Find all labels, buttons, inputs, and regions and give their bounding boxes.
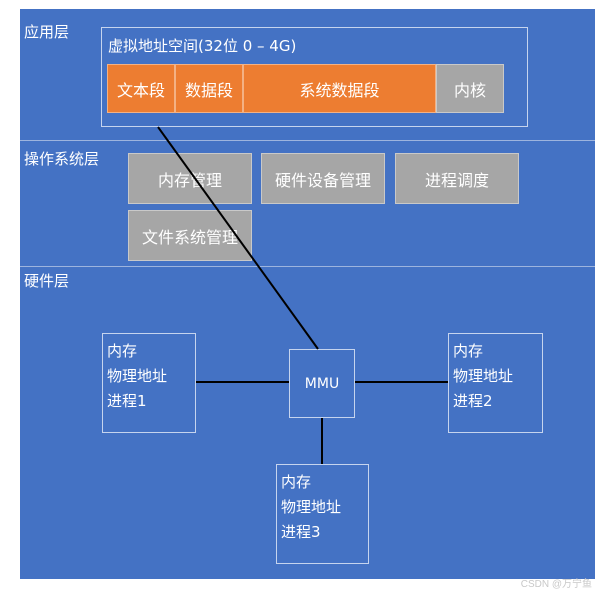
- memory-box-3-line2: 物理地址: [281, 498, 342, 516]
- layer-divider-app-os: [20, 140, 595, 141]
- segment-text: 文本段: [107, 64, 175, 113]
- virtual-address-space-title: 虚拟地址空间(32位 0 – 4G): [108, 37, 297, 55]
- memory-box-2-line2: 物理地址: [453, 367, 514, 385]
- module-process-scheduling: 进程调度: [395, 153, 519, 204]
- watermark: CSDN @万宁鱼: [520, 579, 592, 590]
- mmu-box: MMU: [289, 349, 355, 418]
- memory-box-process2: 内存 物理地址 进程2: [448, 333, 543, 433]
- mmu-label: MMU: [304, 375, 340, 392]
- layer-divider-os-hw: [20, 266, 595, 267]
- memory-box-process3: 内存 物理地址 进程3: [276, 464, 369, 564]
- module-filesystem-management: 文件系统管理: [128, 210, 252, 261]
- layer-label-hw: 硬件层: [24, 272, 70, 290]
- memory-box-1-line2: 物理地址: [107, 367, 168, 385]
- line-segment-to-mmu: [157, 126, 319, 350]
- memory-box-2-line1: 内存: [453, 342, 484, 360]
- memory-box-3-line3: 进程3: [281, 523, 321, 541]
- segment-system-data: 系统数据段: [243, 64, 436, 113]
- module-device-management: 硬件设备管理: [261, 153, 385, 204]
- segment-data: 数据段: [175, 64, 243, 113]
- memory-box-process1: 内存 物理地址 进程1: [102, 333, 196, 433]
- virtual-address-space-box: 虚拟地址空间(32位 0 – 4G): [101, 27, 528, 127]
- memory-box-1-line3: 进程1: [107, 392, 147, 410]
- memory-box-1-line1: 内存: [107, 342, 138, 360]
- memory-box-3-line1: 内存: [281, 473, 312, 491]
- layer-label-app: 应用层: [24, 23, 70, 41]
- memory-box-2-line3: 进程2: [453, 392, 493, 410]
- module-memory-management: 内存管理: [128, 153, 252, 204]
- segment-kernel: 内核: [436, 64, 504, 113]
- layer-label-os: 操作系统层: [24, 150, 100, 168]
